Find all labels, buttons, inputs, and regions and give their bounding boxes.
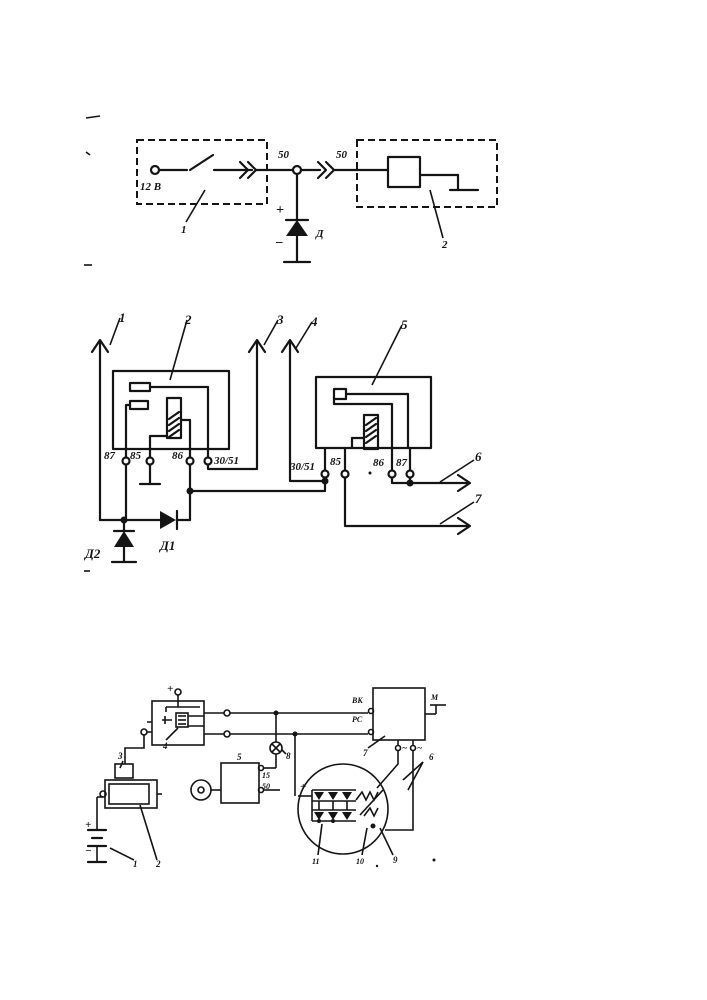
callout-9: 9 [393, 855, 398, 865]
label-rs: РС [352, 715, 363, 724]
relay-left [111, 369, 231, 451]
callout-3: 3 [276, 312, 284, 327]
callout-1: 1 [133, 859, 138, 869]
voltage-label: 12 В [140, 181, 161, 193]
callout-11: 11 [312, 857, 320, 866]
callout-2: 2 [441, 239, 448, 251]
callout-4: 4 [162, 741, 168, 751]
callout-8: 8 [286, 751, 291, 761]
battery-plus: + [85, 819, 91, 831]
plus-sign: + [276, 203, 284, 218]
tilde-mark: ~ [417, 743, 422, 753]
terminal-85-right: 85 [330, 456, 342, 468]
diode-d2-label: Д2 [84, 546, 101, 561]
callout-7: 7 [363, 748, 368, 758]
callout-6: 6 [475, 449, 482, 464]
callout-5: 5 [401, 317, 408, 332]
relay-coil-box [386, 155, 422, 189]
wire [124, 735, 145, 764]
callout-1: 1 [119, 310, 126, 325]
terminal-30-51-right: 30/51 [289, 461, 315, 473]
terminal-86-right: 86 [373, 457, 385, 469]
junction-node [291, 164, 303, 176]
relay-4-coil [175, 712, 189, 728]
diode-label: Д [315, 228, 324, 240]
callout-1: 1 [181, 224, 187, 236]
callout-2: 2 [155, 859, 161, 869]
battery-minus: − [85, 845, 92, 857]
label-vk: ВК [351, 696, 363, 705]
generator-circle [297, 763, 389, 855]
ignition-switch-5 [220, 762, 260, 804]
switch-contact [188, 153, 215, 172]
minus-sign: − [275, 236, 283, 251]
callout-7: 7 [475, 491, 482, 506]
scan-artifacts [84, 115, 101, 572]
terminal-87-right: 87 [396, 457, 408, 469]
label-m: М [430, 693, 439, 702]
terminal-50-right: 50 [336, 149, 348, 161]
callout-6: 6 [429, 752, 434, 762]
callout-5: 5 [237, 752, 242, 762]
diagram-2-relay-circuit: 1 2 3 4 5 6 7 87 85 86 30/51 30/51 85 86… [84, 310, 482, 564]
diode-d2 [114, 531, 134, 547]
terminal-87-left: 87 [104, 450, 116, 462]
callout-4: 4 [310, 314, 318, 329]
relay-coil-left [165, 396, 183, 440]
callout-10: 10 [356, 857, 364, 866]
solenoid-9 [114, 763, 134, 779]
diode-d1-label: Д1 [159, 538, 175, 553]
terminal-circle [149, 164, 161, 176]
terminal-85-left: 85 [130, 450, 142, 462]
diode-d [286, 220, 308, 236]
terminal-15: 15 [262, 771, 270, 780]
tilde-mark: ~ [402, 743, 407, 753]
callout-3: 3 [117, 751, 123, 761]
terminal-50: 50 [262, 782, 270, 791]
terminal-50-left: 50 [278, 149, 290, 161]
diode-d1 [160, 511, 176, 529]
terminal-30-51-left: 30/51 [213, 455, 239, 467]
plus-top: + [167, 683, 173, 695]
relay-coil-right [362, 413, 380, 451]
diagram-1-starter-circuit: 12 В 50 50 + − Д 1 2 [136, 139, 498, 264]
callout-2: 2 [184, 312, 192, 327]
ignition-key [190, 779, 212, 801]
diagram-3-generator-circuit: + ВК РС М ~ ~ [85, 683, 446, 869]
regulator-7-box [372, 687, 426, 741]
dashed-block-2 [356, 139, 498, 208]
rectifier-plus: + [300, 781, 306, 793]
dashed-block-1 [136, 139, 268, 205]
terminal-86-left: 86 [172, 450, 184, 462]
